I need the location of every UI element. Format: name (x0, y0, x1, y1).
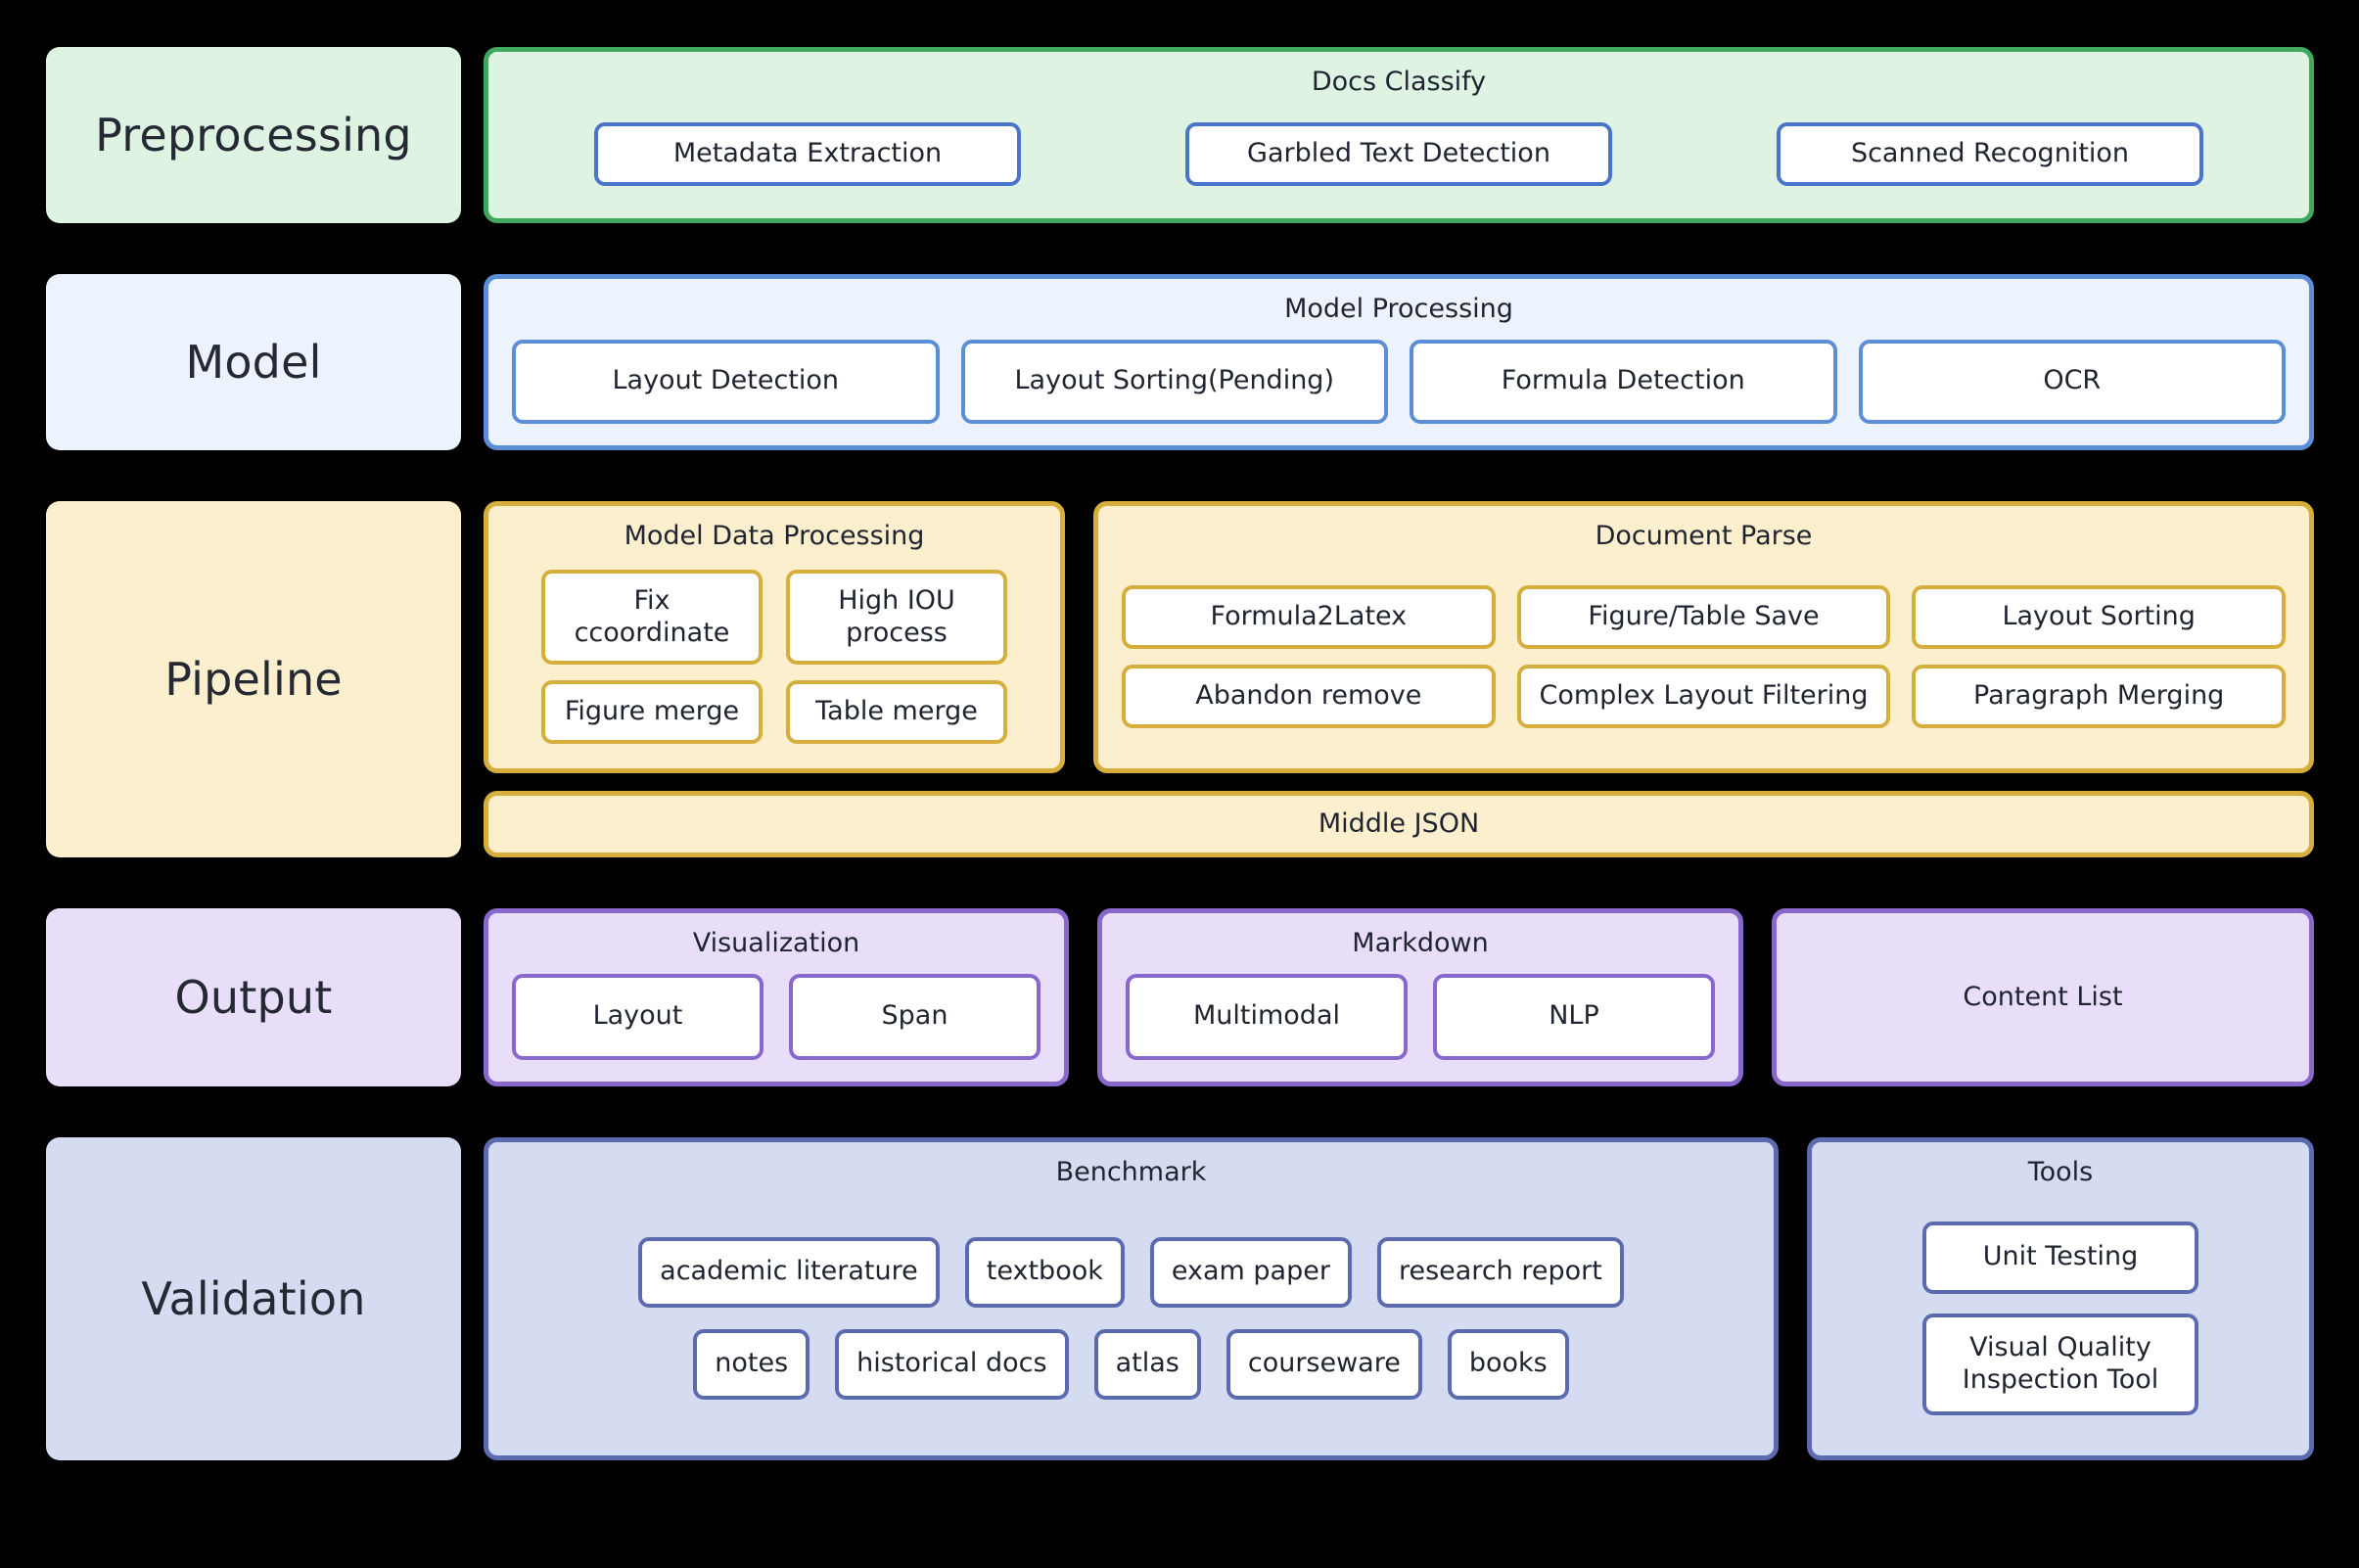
benchmark-row-2: notes historical docs atlas courseware b… (512, 1328, 1750, 1400)
panel-title-document-parse: Document Parse (1595, 521, 1813, 551)
panel-docs-classify: Docs Classify Metadata Extraction Garble… (484, 47, 2314, 223)
chip-nlp[interactable]: NLP (1433, 973, 1715, 1060)
document-parse-row-1: Formula2Latex Figure/Table Save Layout S… (1122, 585, 2287, 649)
stage-label-output-text: Output (174, 971, 333, 1024)
chip-high-iou-process[interactable]: High IOU process (786, 569, 1007, 666)
stage-columns-validation: Benchmark academic literature textbook e… (484, 1137, 2314, 1460)
stage-columns-output: Visualization Layout Span Markdown Multi… (484, 908, 2314, 1086)
chip-scanned-recognition[interactable]: Scanned Recognition (1777, 122, 2203, 187)
panel-markdown: Markdown Multimodal NLP (1097, 908, 1743, 1086)
panel-items-model-processing: Layout Detection Layout Sorting(Pending)… (512, 339, 2286, 424)
stage-row-pipeline: Pipeline Model Data Processing Fix ccoor… (46, 501, 2314, 857)
panel-title-docs-classify: Docs Classify (1311, 67, 1487, 97)
panel-model-processing: Model Processing Layout Detection Layout… (484, 274, 2314, 450)
stage-body-output: Visualization Layout Span Markdown Multi… (484, 908, 2314, 1086)
stage-label-model: Model (46, 274, 461, 450)
panel-middle-json: Middle JSON (484, 791, 2314, 857)
panel-tools: Tools Unit Testing Visual Quality Inspec… (1807, 1137, 2314, 1460)
chip-garbled-text-detection[interactable]: Garbled Text Detection (1185, 122, 1612, 187)
panel-items-model-data-processing: Fix ccoordinate High IOU process Figure … (512, 567, 1037, 748)
chip-visual-quality-inspection-tool[interactable]: Visual Quality Inspection Tool (1922, 1313, 2198, 1415)
chip-unit-testing[interactable]: Unit Testing (1922, 1221, 2198, 1294)
chip-formula2latex[interactable]: Formula2Latex (1122, 585, 1496, 649)
stage-body-validation: Benchmark academic literature textbook e… (484, 1137, 2314, 1460)
stage-label-preprocessing: Preprocessing (46, 47, 461, 223)
panel-title-middle-json: Middle JSON (1318, 808, 1480, 840)
stage-label-pipeline-text: Pipeline (164, 653, 343, 706)
chip-layout-detection[interactable]: Layout Detection (512, 339, 940, 424)
chip-abandon-remove[interactable]: Abandon remove (1122, 665, 1496, 728)
document-parse-row-2: Abandon remove Complex Layout Filtering … (1122, 665, 2287, 728)
stage-label-pipeline: Pipeline (46, 501, 461, 857)
chip-span[interactable]: Span (789, 973, 1041, 1060)
panel-content-list: Content List (1772, 908, 2314, 1086)
panel-benchmark: Benchmark academic literature textbook e… (484, 1137, 1779, 1460)
chip-research-report[interactable]: research report (1376, 1236, 1624, 1308)
chip-layout-sorting-pending[interactable]: Layout Sorting(Pending) (960, 339, 1388, 424)
panel-items-tools: Unit Testing Visual Quality Inspection T… (1835, 1203, 2286, 1434)
chip-historical-docs[interactable]: historical docs (835, 1328, 1069, 1400)
chip-complex-layout-filtering[interactable]: Complex Layout Filtering (1516, 665, 1891, 728)
panel-visualization: Visualization Layout Span (484, 908, 1069, 1086)
stage-row-validation: Validation Benchmark academic literature… (46, 1137, 2314, 1460)
panel-document-parse: Document Parse Formula2Latex Figure/Tabl… (1093, 501, 2314, 774)
panel-items-benchmark: academic literature textbook exam paper … (512, 1203, 1750, 1434)
panel-title-benchmark: Benchmark (1055, 1157, 1207, 1187)
panel-items-markdown: Multimodal NLP (1126, 973, 1715, 1060)
stage-label-validation-text: Validation (141, 1272, 366, 1325)
stage-row-model: Model Model Processing Layout Detection … (46, 274, 2314, 450)
stage-row-output: Output Visualization Layout Span Markdow… (46, 908, 2314, 1086)
chip-academic-literature[interactable]: academic literature (638, 1236, 940, 1308)
panel-items-visualization: Layout Span (512, 973, 1041, 1060)
benchmark-row-1: academic literature textbook exam paper … (512, 1236, 1750, 1308)
chip-ocr[interactable]: OCR (1858, 339, 2286, 424)
stage-body-model: Model Processing Layout Detection Layout… (484, 274, 2314, 450)
chip-courseware[interactable]: courseware (1226, 1328, 1422, 1400)
stage-columns-model: Model Processing Layout Detection Layout… (484, 274, 2314, 450)
chip-figure-table-save[interactable]: Figure/Table Save (1516, 585, 1891, 649)
panel-title-tools: Tools (2027, 1157, 2094, 1187)
panel-items-document-parse: Formula2Latex Figure/Table Save Layout S… (1122, 567, 2287, 748)
chip-layout-sorting[interactable]: Layout Sorting (1912, 585, 2287, 649)
chip-atlas[interactable]: atlas (1093, 1328, 1201, 1400)
stage-body-preprocessing: Docs Classify Metadata Extraction Garble… (484, 47, 2314, 223)
chip-books[interactable]: books (1447, 1328, 1569, 1400)
panel-title-model-processing: Model Processing (1284, 294, 1513, 324)
stage-label-model-text: Model (185, 336, 322, 389)
panel-items-docs-classify: Metadata Extraction Garbled Text Detecti… (512, 113, 2286, 197)
stage-columns-pipeline: Model Data Processing Fix ccoordinate Hi… (484, 501, 2314, 774)
chip-metadata-extraction[interactable]: Metadata Extraction (594, 122, 1021, 187)
stage-body-pipeline: Model Data Processing Fix ccoordinate Hi… (484, 501, 2314, 857)
panel-title-visualization: Visualization (692, 928, 860, 958)
chip-textbook[interactable]: textbook (964, 1236, 1125, 1308)
panel-title-markdown: Markdown (1352, 928, 1489, 958)
chip-table-merge[interactable]: Table merge (786, 680, 1007, 745)
chip-multimodal[interactable]: Multimodal (1126, 973, 1408, 1060)
panel-model-data-processing: Model Data Processing Fix ccoordinate Hi… (484, 501, 1065, 774)
chip-fix-ccoordinate[interactable]: Fix ccoordinate (541, 569, 763, 666)
chip-figure-merge[interactable]: Figure merge (541, 680, 763, 745)
panel-title-content-list: Content List (1963, 982, 2123, 1013)
chip-notes[interactable]: notes (693, 1328, 810, 1400)
chip-paragraph-merging[interactable]: Paragraph Merging (1912, 665, 2287, 728)
stage-label-preprocessing-text: Preprocessing (95, 109, 412, 161)
panel-title-model-data-processing: Model Data Processing (624, 521, 925, 551)
stage-columns-preprocessing: Docs Classify Metadata Extraction Garble… (484, 47, 2314, 223)
stage-label-validation: Validation (46, 1137, 461, 1460)
chip-formula-detection[interactable]: Formula Detection (1410, 339, 1837, 424)
chip-exam-paper[interactable]: exam paper (1149, 1236, 1352, 1308)
stage-label-output: Output (46, 908, 461, 1086)
chip-layout[interactable]: Layout (512, 973, 763, 1060)
stage-row-preprocessing: Preprocessing Docs Classify Metadata Ext… (46, 47, 2314, 223)
